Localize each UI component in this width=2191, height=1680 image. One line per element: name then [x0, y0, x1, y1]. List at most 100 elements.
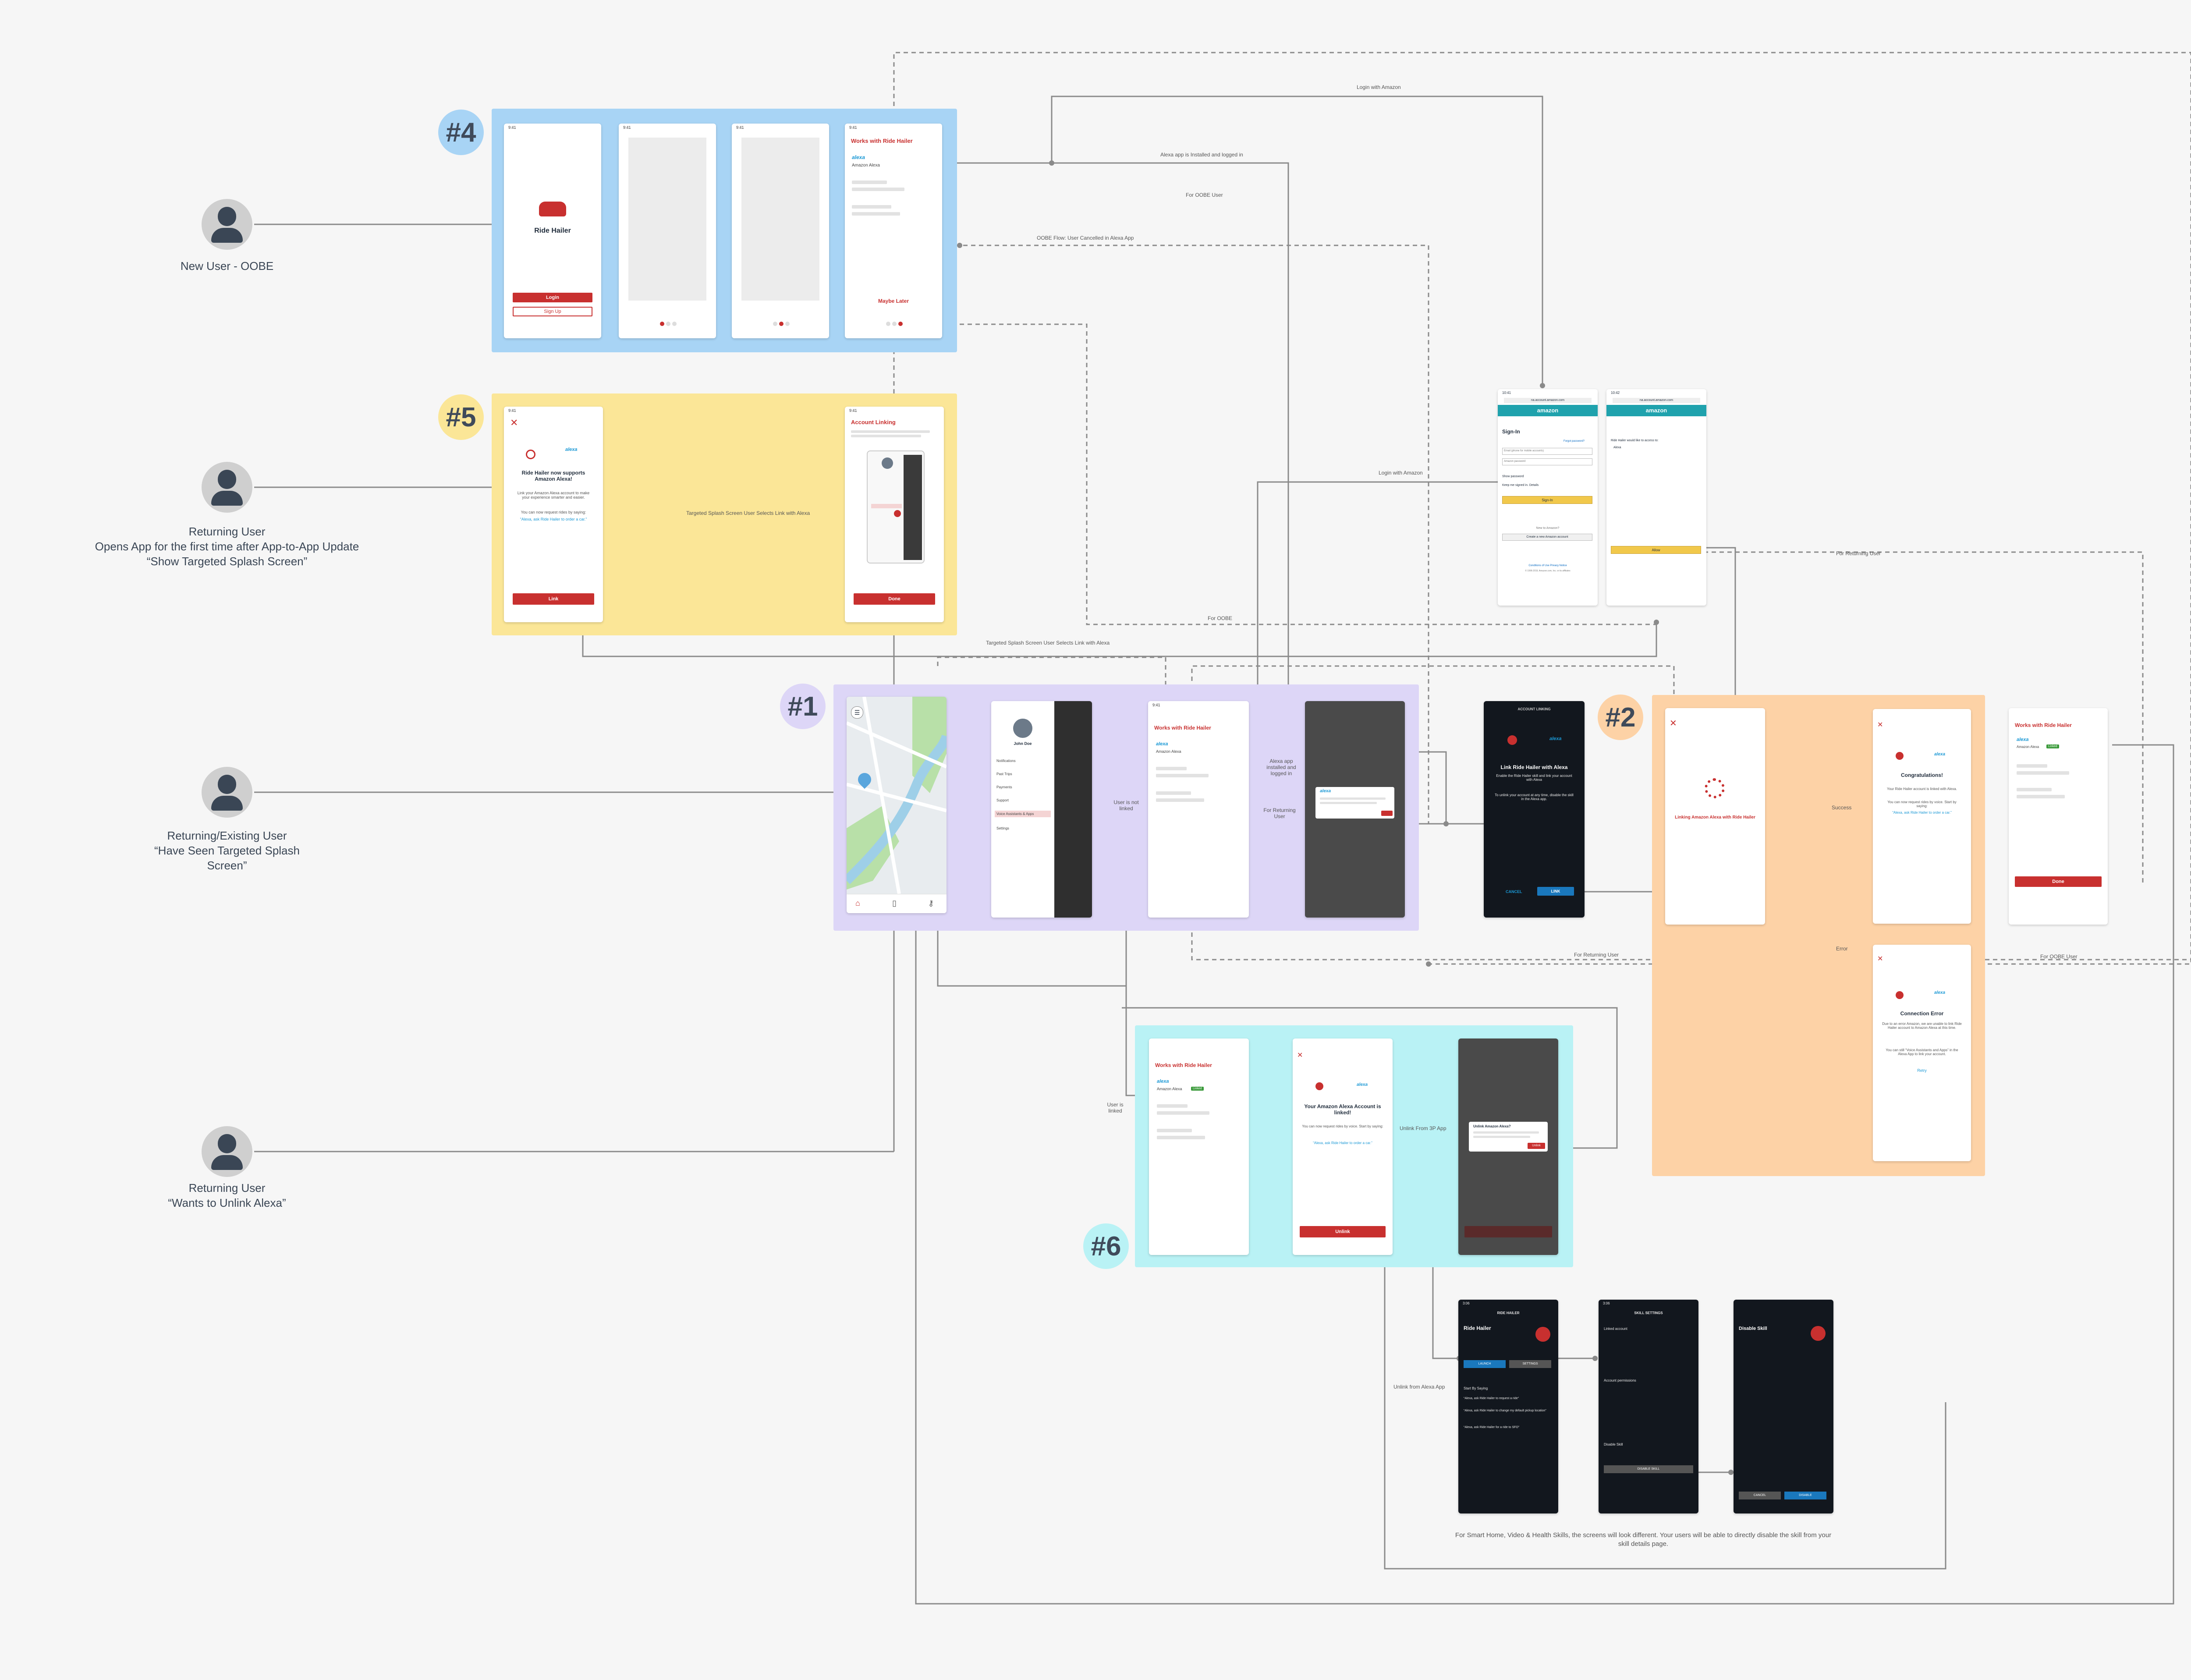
- alexa-logo: alexa: [852, 154, 865, 160]
- screen-works-with-list: 9:41 Works with Ride Hailer alexa Amazon…: [1148, 701, 1249, 918]
- url-bar[interactable]: na.account.amazon.com: [1613, 398, 1700, 403]
- congrats-title: Congratulations!: [1901, 772, 1943, 778]
- utterance-2: “Alexa, ask Ride Hailer to change my def…: [1464, 1409, 1546, 1412]
- amazon-alexa-row[interactable]: Amazon Alexa: [1156, 749, 1181, 754]
- splash-body: Link your Amazon Alexa account to make y…: [517, 491, 590, 500]
- launch-button[interactable]: LAUNCH: [1464, 1360, 1506, 1368]
- create-account-button[interactable]: Create a new Amazon account: [1502, 534, 1592, 541]
- page-indicator[interactable]: [898, 322, 903, 326]
- flow-label: Targeted Splash Screen User Selects Link…: [686, 510, 810, 516]
- status-time: 3:06: [1463, 1301, 1470, 1305]
- badge-4: #4: [438, 110, 484, 155]
- amazon-alexa-row[interactable]: Amazon Alexa: [1157, 1087, 1182, 1091]
- screen-alexa-disable: Disable Skill CANCEL DISABLE: [1734, 1300, 1833, 1513]
- close-icon[interactable]: ✕: [1670, 719, 1677, 728]
- email-field[interactable]: Email (phone for mobile accounts): [1502, 448, 1592, 455]
- close-icon[interactable]: ✕: [1297, 1052, 1303, 1059]
- badge-6: #6: [1083, 1223, 1129, 1269]
- url-bar[interactable]: na.account.amazon.com: [1504, 398, 1592, 403]
- cancel-button[interactable]: CANCEL: [1506, 890, 1522, 894]
- signin-button[interactable]: Sign-In: [1502, 496, 1592, 504]
- menu-item-voice-assistants[interactable]: Voice Assistants & Apps: [995, 811, 1051, 817]
- splash-hint: You can now request rides by saying:: [521, 510, 586, 514]
- status-time: 3:06: [1603, 1301, 1610, 1305]
- amazon-logo: amazon: [1645, 407, 1667, 414]
- dialog: Unlink Amazon Alexa? Unlink: [1469, 1122, 1548, 1152]
- start-by-saying: Start By Saying: [1464, 1386, 1488, 1390]
- account-linking-title: Account Linking: [851, 419, 896, 425]
- screen-unlink-works-with: Works with Ride Hailer alexa Amazon Alex…: [1149, 1038, 1249, 1255]
- avatar-unlink-user: [202, 1126, 252, 1177]
- congrats-quote: “Alexa, ask Ride Hailer to order a car.”: [1892, 811, 1952, 815]
- works-with-title: Works with Ride Hailer: [1155, 1062, 1212, 1068]
- screen-account-linking: 9:41 Account Linking Done: [845, 407, 944, 622]
- alexa-logo: alexa: [1157, 1079, 1169, 1084]
- show-password-checkbox[interactable]: Show password: [1502, 475, 1524, 478]
- cancel-button[interactable]: CANCEL: [1739, 1492, 1781, 1499]
- ride-hailer-icon: [1896, 991, 1904, 999]
- done-button[interactable]: Done: [2015, 876, 2102, 887]
- page-indicator[interactable]: [660, 322, 664, 326]
- page-indicator[interactable]: [779, 322, 784, 326]
- done-button[interactable]: Done: [854, 593, 935, 605]
- settings-header: SKILL SETTINGS: [1634, 1311, 1663, 1315]
- flow-label: OOBE Flow: User Cancelled in Alexa App: [1037, 235, 1134, 241]
- amazon-alexa-row[interactable]: Amazon Alexa: [852, 163, 880, 168]
- amazon-alexa-row[interactable]: Amazon Alexa: [2017, 745, 2039, 749]
- flow-label: Alexa app is Installed and logged in: [1160, 152, 1243, 158]
- login-button[interactable]: Login: [513, 293, 592, 302]
- key-icon[interactable]: ⚷: [928, 899, 934, 907]
- phone-icon[interactable]: ▯: [892, 899, 897, 907]
- footer-links[interactable]: Conditions of Use Privacy Notice: [1528, 564, 1567, 567]
- status-time: 10:41: [1502, 391, 1511, 395]
- car-icon: [539, 202, 566, 216]
- flow-label: Unlink from Alexa App: [1393, 1384, 1445, 1390]
- alexa-logo: alexa: [1549, 736, 1562, 741]
- link-button[interactable]: LINK: [1537, 887, 1574, 896]
- password-field[interactable]: Amazon password: [1502, 458, 1592, 465]
- unlink-button[interactable]: Unlink: [1300, 1226, 1386, 1237]
- screen-oobe-carousel-2: 9:41: [732, 124, 829, 338]
- flow-label: For OOBE User: [2040, 953, 2078, 960]
- linking-text: Linking Amazon Alexa with Ride Hailer: [1675, 815, 1755, 820]
- close-icon[interactable]: ✕: [1877, 721, 1883, 729]
- home-icon[interactable]: ⌂: [855, 899, 860, 907]
- close-icon[interactable]: ✕: [1877, 955, 1883, 963]
- menu-item-notifications[interactable]: Notifications: [996, 759, 1016, 763]
- link-body-2: To unlink your account at any time, disa…: [1495, 793, 1574, 801]
- map[interactable]: [847, 697, 947, 894]
- amazon-logo: amazon: [1537, 407, 1559, 414]
- dialog-confirm-button[interactable]: [1381, 811, 1393, 816]
- menu-item-past-trips[interactable]: Past Trips: [996, 772, 1012, 776]
- menu-icon[interactable]: ☰: [851, 706, 863, 719]
- settings-button[interactable]: SETTINGS: [1509, 1360, 1551, 1368]
- disable-button[interactable]: DISABLE: [1784, 1492, 1826, 1499]
- ride-hailer-icon: [1896, 752, 1904, 760]
- avatar-existing-user: [202, 767, 252, 818]
- dialog: alexa: [1315, 787, 1394, 819]
- close-icon[interactable]: ✕: [510, 417, 518, 428]
- works-with-title: Works with Ride Hailer: [851, 138, 913, 144]
- keep-signed-in-checkbox[interactable]: Keep me signed in. Details: [1502, 484, 1539, 487]
- link-button[interactable]: Link: [513, 593, 594, 605]
- flow-label: Success: [1832, 805, 1852, 811]
- menu-item-support[interactable]: Support: [996, 798, 1009, 802]
- persona-label-existing-user: Returning/Existing User“Have Seen Target…: [154, 829, 300, 872]
- amazon-header: amazon: [1498, 405, 1598, 416]
- screen-side-menu: John Doe Notifications Past Trips Paymen…: [991, 701, 1092, 918]
- persona-label-unlink-user: Returning User“Wants to Unlink Alexa”: [168, 1181, 286, 1209]
- menu-item-payments[interactable]: Payments: [996, 785, 1012, 789]
- allow-button[interactable]: Allow: [1611, 546, 1701, 554]
- congrats-hint: You can now request rides by voice. Star…: [1887, 800, 1957, 808]
- dialog-unlink-button[interactable]: Unlink: [1528, 1143, 1545, 1149]
- menu-item-settings[interactable]: Settings: [996, 826, 1009, 830]
- signup-button[interactable]: Sign Up: [513, 307, 592, 316]
- works-with-title: Works with Ride Hailer: [2015, 722, 2072, 728]
- user-name: John Doe: [1014, 741, 1032, 746]
- retry-link[interactable]: Retry: [1917, 1068, 1927, 1073]
- disable-skill-button[interactable]: DISABLE SKILL: [1604, 1465, 1693, 1473]
- maybe-later-link[interactable]: Maybe Later: [878, 298, 909, 304]
- account-linking-header: ACCOUNT LINKING: [1517, 707, 1551, 711]
- forgot-password-link[interactable]: Forgot password?: [1563, 440, 1585, 443]
- link-title: Link Ride Hailer with Alexa: [1500, 764, 1568, 770]
